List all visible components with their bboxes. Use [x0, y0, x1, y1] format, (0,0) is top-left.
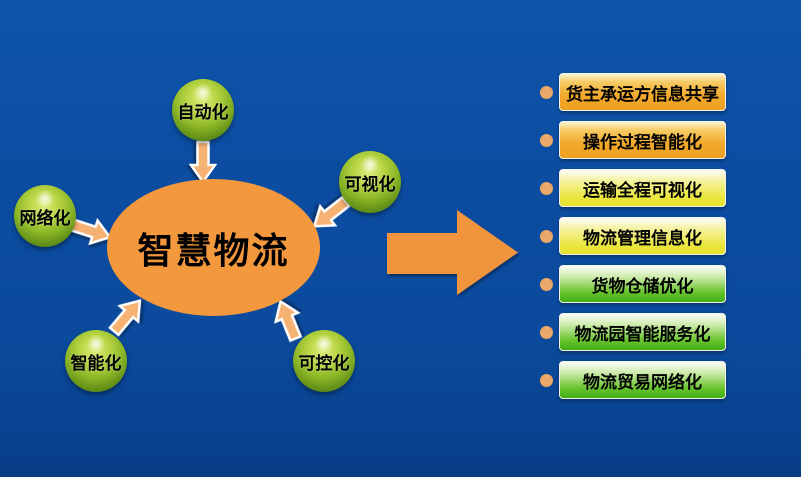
node-label: 可控化: [298, 353, 350, 373]
node-controllability: 可控化: [293, 330, 355, 392]
list-item: 货物仓储优化: [540, 265, 726, 303]
bullet-icon: [540, 229, 553, 243]
arrow-up-right-icon: [103, 291, 151, 341]
feature-button: 货主承运方信息共享: [559, 73, 726, 111]
list-item: 操作过程智能化: [540, 121, 726, 159]
node-label: 网络化: [19, 208, 71, 228]
arrow-up-left-icon: [268, 295, 308, 345]
node-networking: 网络化: [14, 185, 76, 247]
bullet-icon: [540, 181, 553, 195]
feature-button: 货物仓储优化: [559, 265, 726, 303]
feature-button: 操作过程智能化: [559, 121, 726, 159]
bullet-icon: [540, 373, 553, 387]
node-intelligence: 智能化: [65, 330, 127, 392]
feature-button: 物流管理信息化: [559, 217, 726, 255]
node-visualization: 可视化: [339, 151, 401, 213]
bullet-icon: [540, 133, 553, 147]
bullet-icon: [540, 277, 553, 291]
feature-button: 物流贸易网络化: [559, 361, 726, 399]
list-item: 物流贸易网络化: [540, 361, 726, 399]
list-item: 物流管理信息化: [540, 217, 726, 255]
feature-button: 物流园智能服务化: [559, 313, 726, 351]
list-item: 运输全程可视化: [540, 169, 726, 207]
node-label: 自动化: [177, 102, 229, 122]
node-label: 智能化: [70, 353, 122, 373]
bullet-icon: [540, 85, 553, 99]
feature-list: 货主承运方信息共享 操作过程智能化 运输全程可视化 物流管理信息化 货物仓储优化…: [540, 73, 726, 399]
arrow-down-icon: [189, 140, 217, 184]
bullet-icon: [540, 325, 553, 339]
feature-button: 运输全程可视化: [559, 169, 726, 207]
center-ellipse: 智慧物流: [107, 179, 320, 316]
node-automation: 自动化: [172, 79, 234, 141]
center-title: 智慧物流: [137, 229, 290, 271]
list-item: 物流园智能服务化: [540, 313, 726, 351]
big-right-arrow-icon: [387, 210, 518, 295]
list-item: 货主承运方信息共享: [540, 73, 726, 111]
node-label: 可视化: [344, 174, 396, 194]
